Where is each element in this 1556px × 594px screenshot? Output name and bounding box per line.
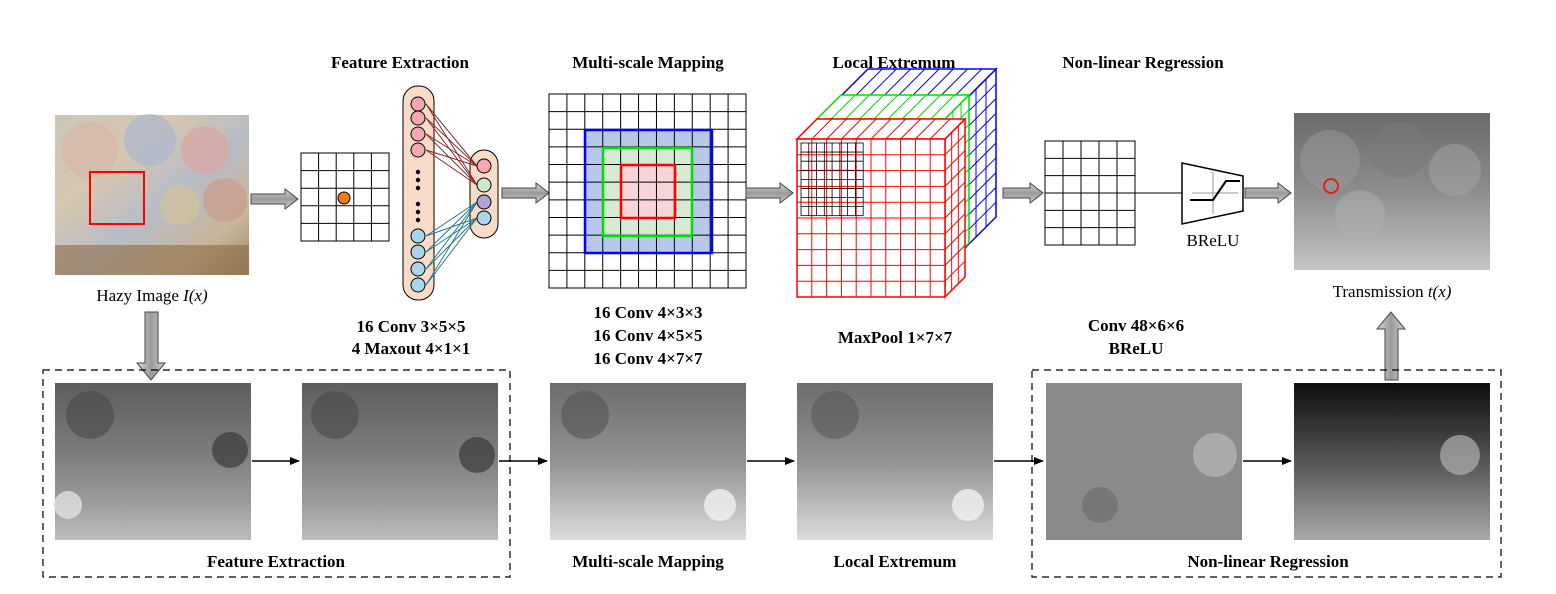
feature-extraction-dashed-box xyxy=(42,369,511,578)
multiscale-param-1: 16 Conv 4×3×3 xyxy=(593,303,703,322)
arrow-output-up xyxy=(1375,311,1407,381)
feature-map-6 xyxy=(1294,383,1490,540)
feature-extraction-param-1: 16 Conv 3×5×5 xyxy=(356,317,466,336)
input-patch-grid xyxy=(300,152,390,242)
bottom-label-multiscale-mapping: Multi-scale Mapping xyxy=(572,552,724,571)
regression-param-2: BReLU xyxy=(1108,339,1164,358)
hazy-image-caption: Hazy Image I(x) xyxy=(96,286,207,306)
bottom-label-feature-extraction: Feature Extraction xyxy=(206,552,346,571)
bottom-label-local-extremum: Local Extremum xyxy=(833,552,957,571)
transmission-caption: Transmission t(x) xyxy=(1333,282,1452,302)
patch-center-pixel xyxy=(337,191,351,205)
arrow-mapping-to-extremum xyxy=(745,181,794,205)
feature-map-1 xyxy=(54,383,251,540)
arrow-brelu-to-output xyxy=(1244,181,1292,205)
brelu-block xyxy=(1181,162,1244,225)
feature-map-5 xyxy=(1046,383,1242,540)
feature-map-4 xyxy=(797,383,993,540)
arrow-extremum-to-regression xyxy=(1002,181,1044,205)
transmission-variable: t(x) xyxy=(1427,282,1452,301)
stage-title-nonlinear-regression: Non-linear Regression xyxy=(1062,53,1224,72)
stage-title-feature-extraction: Feature Extraction xyxy=(330,53,470,72)
hazy-image-variable: I(x) xyxy=(183,286,208,305)
multiscale-param-2: 16 Conv 4×5×5 xyxy=(593,326,703,345)
hazy-image-label: Hazy Image xyxy=(96,286,179,305)
hazy-image xyxy=(55,114,249,275)
feature-map-3 xyxy=(550,383,746,540)
regression-param-1: Conv 48×6×6 xyxy=(1087,316,1185,335)
transmission-label: Transmission xyxy=(1332,282,1424,301)
local-extremum-param-1: MaxPool 1×7×7 xyxy=(837,328,953,347)
regression-grid xyxy=(1044,140,1136,246)
multiscale-param-3: 16 Conv 4×7×7 xyxy=(593,349,703,368)
bottom-label-nonlinear-regression: Non-linear Regression xyxy=(1187,552,1349,571)
feature-extraction-param-2: 4 Maxout 4×1×1 xyxy=(351,339,471,358)
arrow-feature-to-mapping xyxy=(501,181,550,205)
feature-neuron-column xyxy=(402,85,499,301)
stage-title-local-extremum: Local Extremum xyxy=(832,53,956,72)
transmission-image xyxy=(1294,113,1490,270)
arrow-hazy-to-patch xyxy=(250,187,299,211)
brelu-caption: BReLU xyxy=(1186,231,1240,250)
arrow-hazy-down xyxy=(135,311,167,381)
nonlinear-regression-dashed-box xyxy=(1031,369,1502,578)
feature-map-2 xyxy=(302,383,498,540)
multiscale-grid xyxy=(548,93,747,289)
stage-title-multiscale-mapping: Multi-scale Mapping xyxy=(572,53,724,72)
local-extremum-cubes xyxy=(795,67,998,299)
